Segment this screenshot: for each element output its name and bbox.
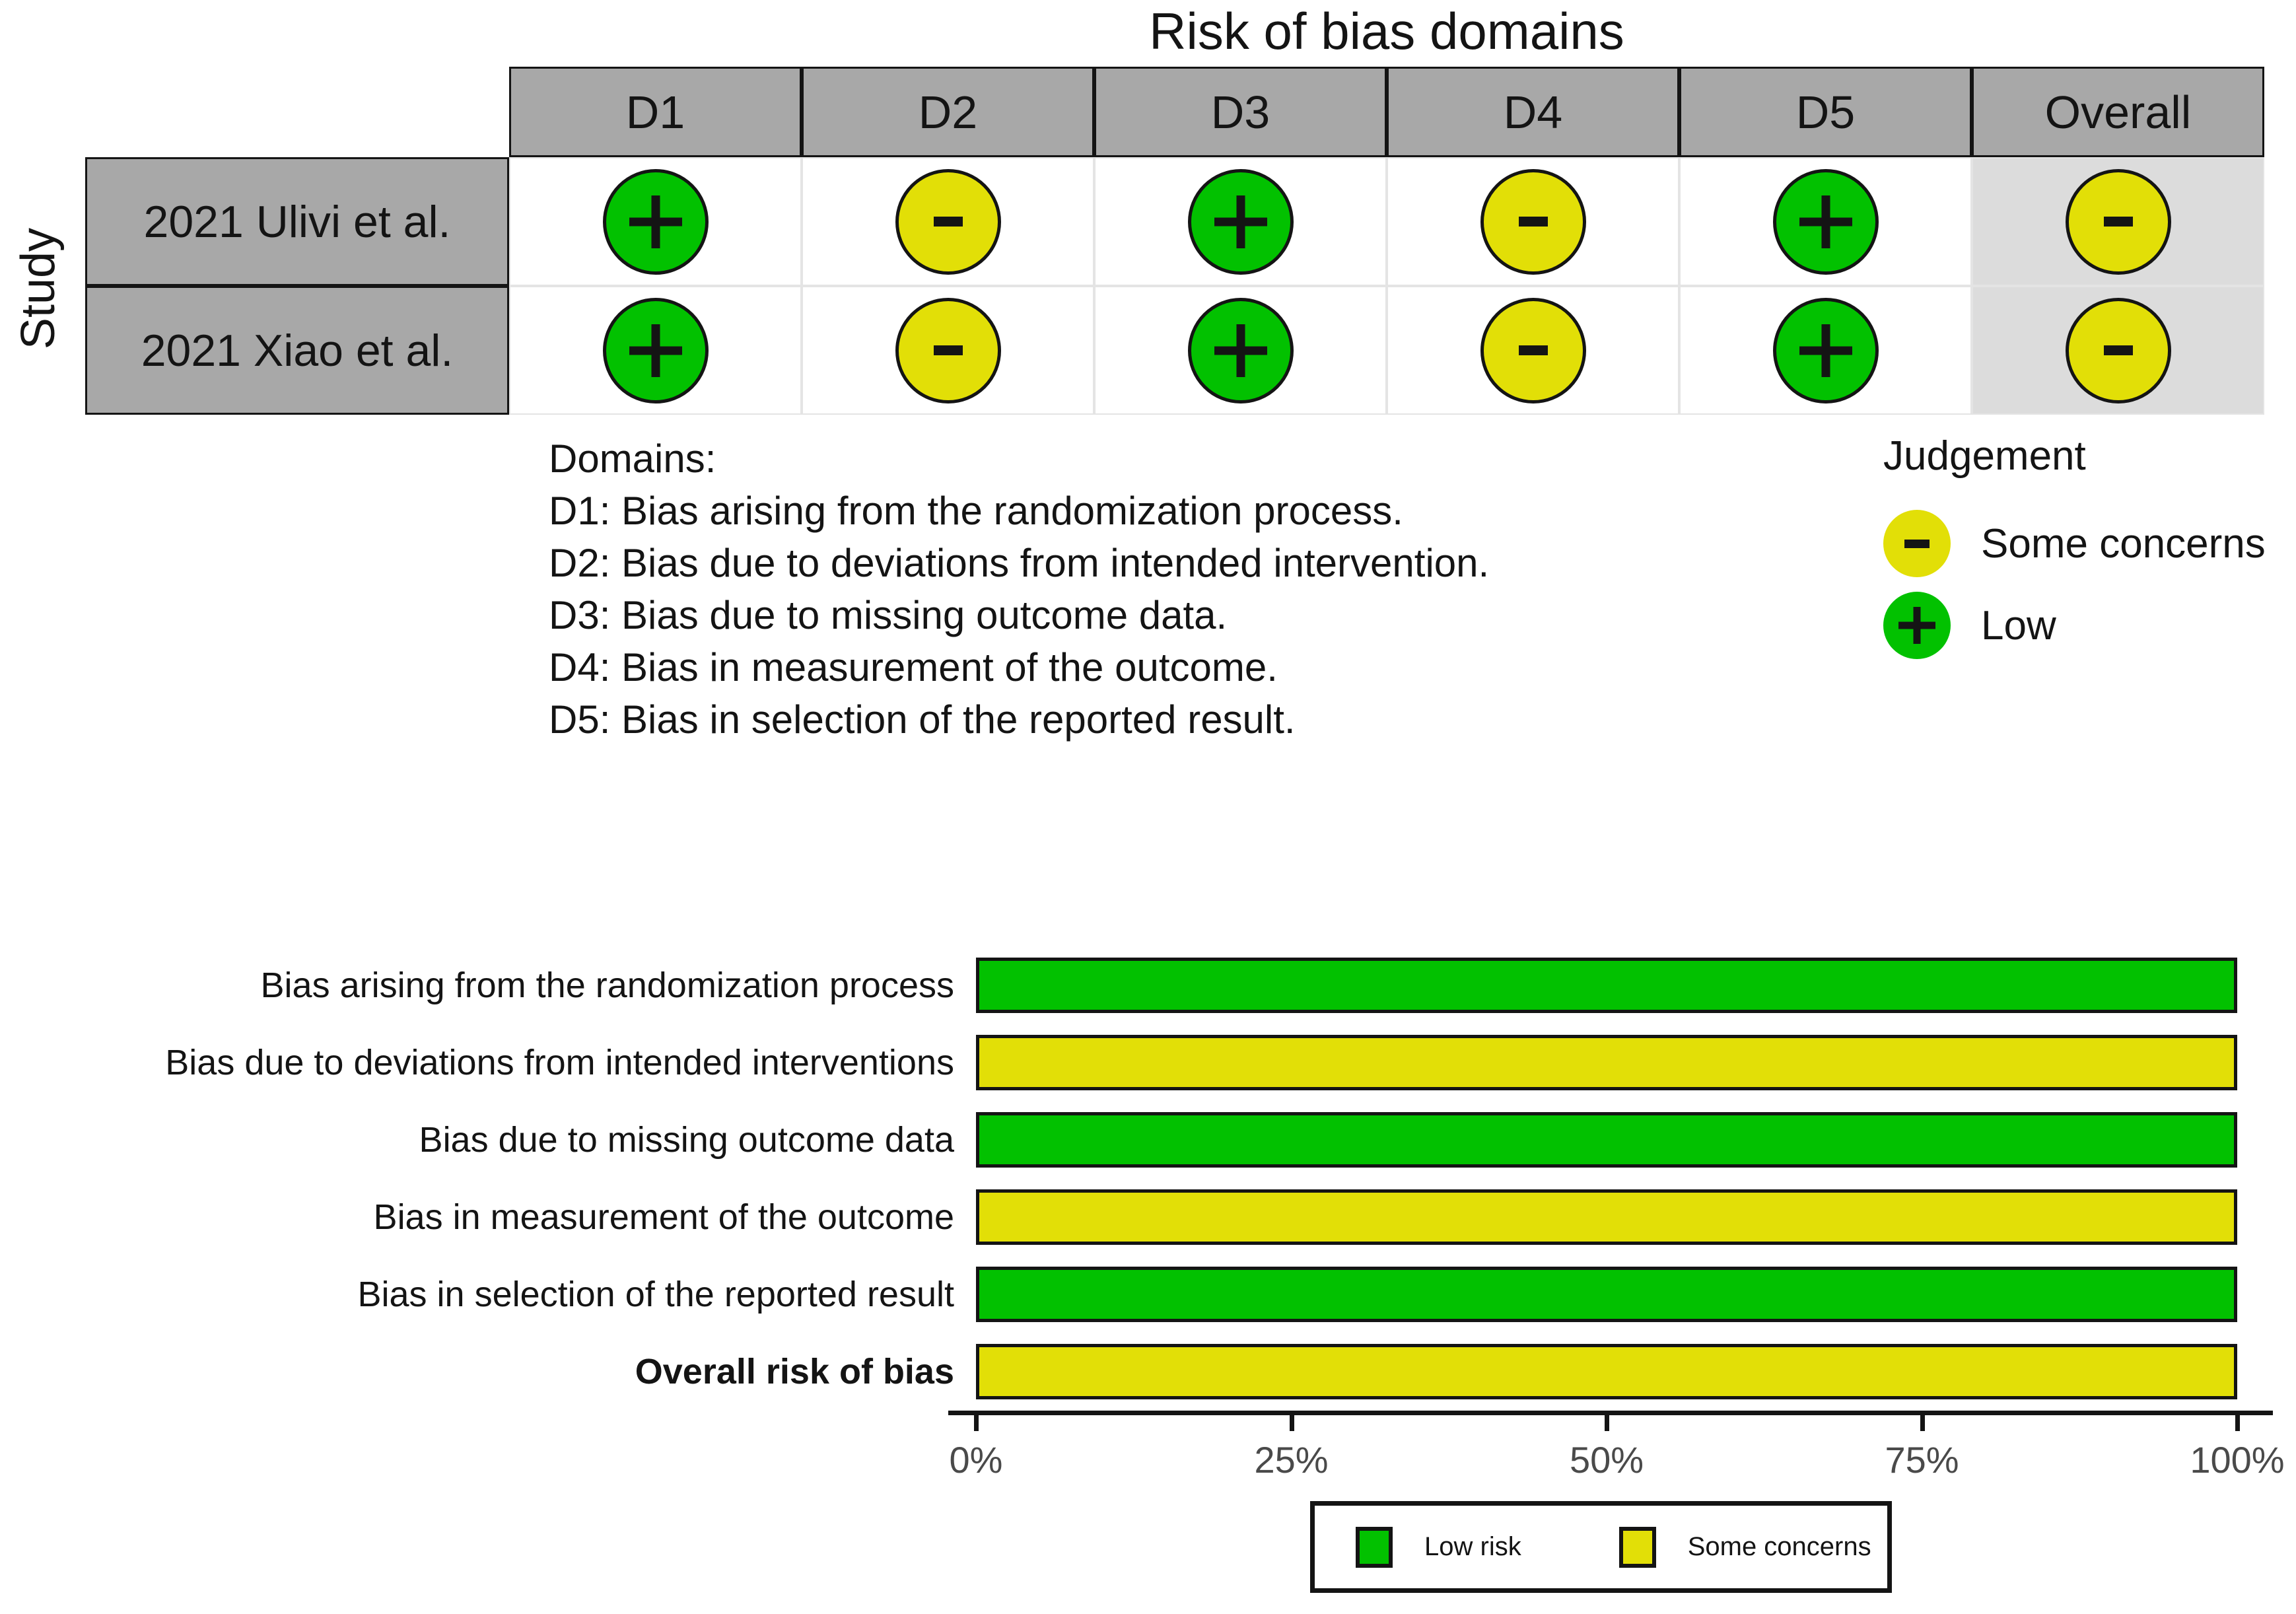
judgement-circle-some-concerns xyxy=(2065,168,2171,275)
column-header: D2 xyxy=(802,67,1094,157)
bar-some-concerns xyxy=(976,1344,2237,1399)
column-header: D3 xyxy=(1094,67,1387,157)
x-axis-tick-label: 0% xyxy=(949,1439,1003,1481)
bar-category-label: Overall risk of bias xyxy=(635,1352,954,1391)
x-axis-tick-label: 75% xyxy=(1885,1439,1959,1481)
judgement-circle-low xyxy=(1187,297,1294,404)
judgement-legend-circle-some-concerns xyxy=(1883,510,1951,577)
x-axis-tick xyxy=(974,1415,979,1431)
domain-definition: D3: Bias due to missing outcome data. xyxy=(549,593,1228,637)
judgement-circle-some-concerns xyxy=(1480,168,1586,275)
minus-symbol xyxy=(933,345,963,355)
judgement-legend-circle-low xyxy=(1883,592,1951,659)
judgement-cell xyxy=(1094,286,1387,415)
column-header: D5 xyxy=(1679,67,1972,157)
judgement-legend-title: Judgement xyxy=(1883,433,2086,479)
judgement-circle-some-concerns xyxy=(2065,297,2171,404)
bar-legend-label: Low risk xyxy=(1424,1532,1521,1561)
minus-symbol xyxy=(2103,345,2133,355)
domain-definition: D5: Bias in selection of the reported re… xyxy=(549,697,1296,742)
bar-category-label: Bias due to deviations from intended int… xyxy=(165,1043,954,1082)
x-axis-line xyxy=(948,1411,2273,1415)
column-header: D1 xyxy=(509,67,802,157)
plus-symbol xyxy=(1214,195,1267,248)
judgement-cell xyxy=(1972,286,2264,415)
domain-definition: D4: Bias in measurement of the outcome. xyxy=(549,645,1278,689)
domains-note: Domains: D1: Bias arising from the random… xyxy=(549,433,1489,746)
minus-symbol xyxy=(933,217,963,227)
x-axis-tick xyxy=(1605,1415,1609,1431)
x-axis-tick xyxy=(1920,1415,1925,1431)
x-axis-tick xyxy=(1289,1415,1294,1431)
domain-definition: D1: Bias arising from the randomization … xyxy=(549,489,1403,533)
judgement-cell xyxy=(1387,157,1679,286)
bar-legend-item: Some concerns xyxy=(1618,1526,1871,1568)
judgement-circle-some-concerns xyxy=(895,168,1001,275)
bar-legend-item: Low risk xyxy=(1356,1526,1521,1568)
bar-category-label: Bias arising from the randomization proc… xyxy=(260,965,954,1005)
judgement-cell xyxy=(802,157,1094,286)
plus-symbol xyxy=(629,195,682,248)
x-axis-tick-label: 100% xyxy=(2190,1439,2285,1481)
study-label: 2021 Ulivi et al. xyxy=(85,157,509,286)
bar-legend-label: Some concerns xyxy=(1687,1532,1871,1561)
judgement-circle-low xyxy=(602,297,709,404)
bar-low-risk xyxy=(976,958,2237,1013)
x-axis-tick xyxy=(2235,1415,2240,1431)
minus-symbol xyxy=(1904,539,1930,548)
judgement-circle-some-concerns xyxy=(1480,297,1586,404)
minus-symbol xyxy=(1518,217,1548,227)
study-axis-label: Study xyxy=(12,227,65,350)
column-header: Overall xyxy=(1972,67,2264,157)
bar-category-label: Bias in selection of the reported result xyxy=(357,1275,955,1314)
judgement-circle-low xyxy=(1772,297,1879,404)
judgement-cell xyxy=(1679,286,1972,415)
judgement-circle-low xyxy=(1772,168,1879,275)
x-axis-tick-label: 25% xyxy=(1254,1439,1329,1481)
plus-symbol xyxy=(629,324,682,377)
judgement-legend-label: Low xyxy=(1981,602,2056,649)
x-axis-tick-label: 50% xyxy=(1569,1439,1644,1481)
bar-category-label: Bias due to missing outcome data xyxy=(419,1120,954,1160)
judgement-legend-item: Some concerns xyxy=(1883,510,2266,577)
judgement-cell xyxy=(509,157,802,286)
column-header: D4 xyxy=(1387,67,1679,157)
plus-symbol xyxy=(1214,324,1267,377)
judgement-cell xyxy=(1387,286,1679,415)
judgement-cell xyxy=(802,286,1094,415)
bar-chart-legend: Low risk Some concerns xyxy=(1310,1501,1892,1593)
domain-definition: D2: Bias due to deviations from intended… xyxy=(549,541,1490,585)
judgement-cell xyxy=(1094,157,1387,286)
bar-some-concerns xyxy=(976,1189,2237,1245)
judgement-cell xyxy=(1972,157,2264,286)
domains-note-heading: Domains: xyxy=(549,437,716,481)
plus-symbol xyxy=(1799,195,1852,248)
traffic-light-title: Risk of bias domains xyxy=(1149,2,1624,60)
minus-symbol xyxy=(1518,345,1548,355)
study-label: 2021 Xiao et al. xyxy=(85,286,509,415)
judgement-circle-low xyxy=(1187,168,1294,275)
bar-low-risk xyxy=(976,1112,2237,1168)
bar-category-label: Bias in measurement of the outcome xyxy=(373,1197,954,1237)
judgement-circle-some-concerns xyxy=(895,297,1001,404)
plus-symbol xyxy=(1799,324,1852,377)
plus-symbol xyxy=(1898,607,1935,644)
judgement-cell xyxy=(1679,157,1972,286)
judgement-legend-item: Low xyxy=(1883,592,2266,659)
legend-swatch-low-risk xyxy=(1356,1526,1393,1568)
corner-cell xyxy=(85,67,509,157)
bar-low-risk xyxy=(976,1267,2237,1322)
bar-some-concerns xyxy=(976,1035,2237,1090)
judgement-cell xyxy=(509,286,802,415)
minus-symbol xyxy=(2103,217,2133,227)
judgement-legend-label: Some concerns xyxy=(1981,520,2266,567)
legend-swatch-some-concerns xyxy=(1618,1526,1656,1568)
judgement-circle-low xyxy=(602,168,709,275)
